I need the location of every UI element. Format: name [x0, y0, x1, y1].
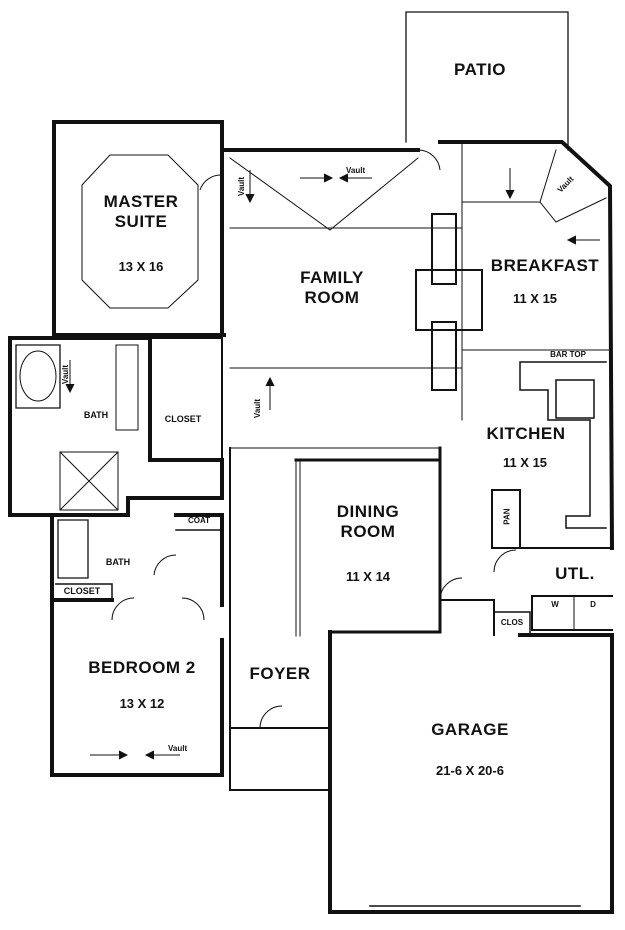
closet2-label: CLOSET [63, 586, 101, 596]
family-room-label: FAMILY ROOM [282, 268, 382, 307]
garage-walls [328, 630, 614, 914]
breakfast-bay-lines [461, 141, 613, 421]
patio-label: PATIO [454, 60, 506, 79]
door-arc [493, 549, 517, 573]
master-suite-name-line1: MASTER [103, 192, 179, 211]
fireplace [415, 213, 483, 391]
master-ceiling-outline [81, 154, 199, 309]
master-closet-label: CLOSET [164, 414, 202, 424]
bath2-label: BATH [105, 557, 131, 567]
tub-basin [19, 350, 57, 402]
bar-top-label: BAR TOP [550, 350, 586, 359]
vault-label-family-top: Vault [346, 166, 366, 175]
coat-label: COAT [187, 516, 211, 525]
door-arc [111, 597, 135, 621]
master-closet-walls [139, 337, 223, 499]
dining-room-label: DINING ROOM [318, 502, 418, 541]
garage-label: GARAGE [431, 720, 509, 739]
vault-label-master: Vault [237, 176, 247, 197]
dining-columns [295, 459, 301, 637]
kitchen-counter [519, 361, 607, 529]
arrow-up [265, 376, 275, 410]
dryer-label: D [590, 600, 596, 609]
vault-label-family-mid: Vault [253, 398, 263, 419]
door-arc [199, 174, 223, 191]
utl-label: UTL. [555, 564, 595, 583]
utility-walls [439, 547, 613, 636]
washer-dryer [531, 595, 613, 631]
kitchen-dim: 11 X 15 [502, 455, 548, 470]
master-suite-dim: 13 X 16 [118, 259, 164, 274]
arrow-left [338, 173, 372, 183]
family-room-name-line2: ROOM [304, 287, 360, 307]
door-arc [153, 554, 177, 576]
family-top-wall [220, 140, 615, 551]
door-arc [439, 577, 463, 601]
clos-small [493, 611, 531, 636]
washer-label: W [551, 600, 559, 609]
master-suite-label: MASTER SUITE [82, 192, 200, 231]
arrow-down [505, 168, 515, 200]
arrow-left [566, 235, 600, 245]
family-room-name-line1: FAMILY [300, 268, 364, 287]
master-vanity [115, 344, 139, 431]
patio-outline [405, 11, 569, 151]
tub [15, 344, 61, 409]
arrow-left [144, 750, 180, 760]
bath2-tub [57, 519, 89, 579]
foyer-label: FOYER [249, 664, 311, 683]
bath2-walls [50, 513, 224, 777]
master-suite-name-line2: SUITE [114, 211, 168, 231]
bedroom2-label: BEDROOM 2 [88, 658, 196, 677]
arrow-right [300, 173, 334, 183]
arrow-down [65, 360, 75, 394]
breakfast-dim: 11 X 15 [512, 291, 558, 306]
vault-label-master-bath: Vault [61, 364, 71, 385]
kitchen-label: KITCHEN [486, 424, 566, 443]
shower [59, 451, 119, 511]
master-suite-walls [52, 120, 226, 337]
dining-room-name-line2: ROOM [340, 521, 396, 541]
door-arc [417, 149, 441, 171]
arrow-down [245, 170, 255, 204]
dining-walls [294, 446, 442, 634]
arrow-right [90, 750, 129, 760]
dining-room-name-line1: DINING [336, 502, 400, 521]
coat-closet [175, 514, 223, 531]
master-bath-label: BATH [83, 410, 109, 420]
breakfast-label: BREAKFAST [490, 256, 600, 275]
family-vault-lines [229, 157, 463, 449]
door-arc [259, 705, 283, 729]
vault-label-bedroom2: Vault [168, 744, 188, 753]
pan-label: PAN [502, 508, 512, 525]
foyer-walls [229, 447, 331, 791]
bedroom2-dim: 13 X 12 [119, 696, 165, 711]
dining-room-dim: 11 X 14 [345, 569, 391, 584]
door-arc [181, 597, 205, 621]
closet2 [55, 583, 113, 601]
clos-label: CLOS [500, 618, 524, 627]
garage-dim: 21-6 X 20-6 [436, 763, 504, 778]
